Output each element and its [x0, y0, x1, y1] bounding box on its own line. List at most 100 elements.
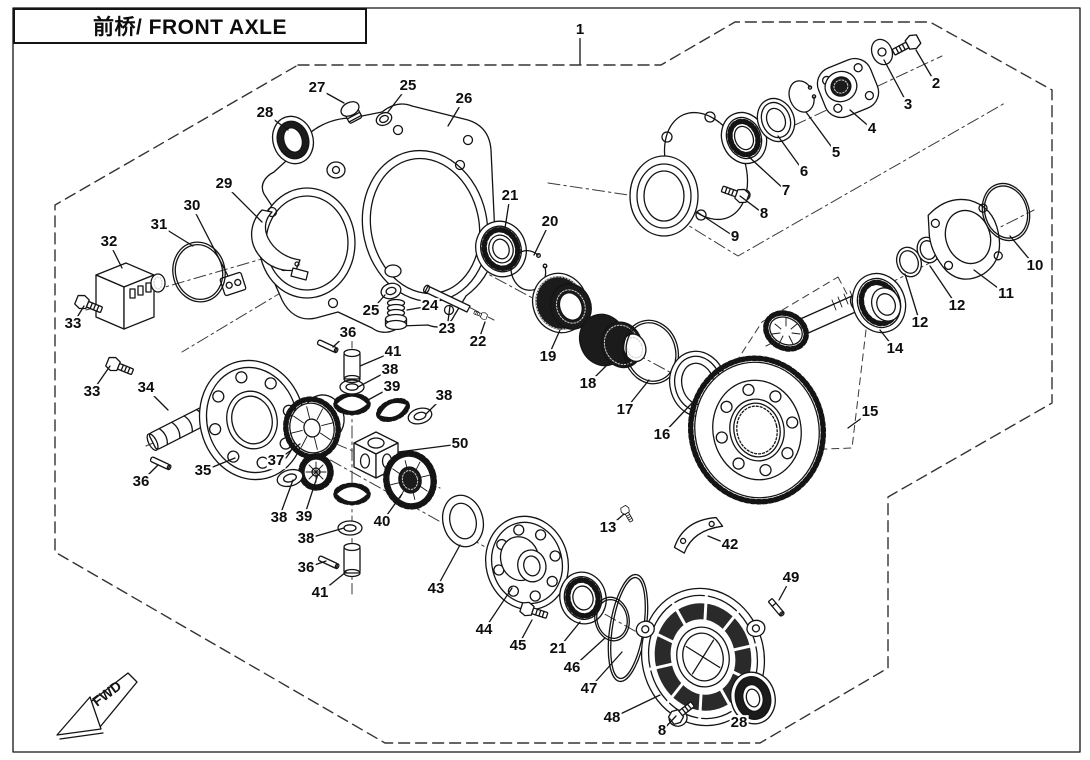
part-callout-46: 46 — [562, 659, 582, 677]
thrust-washer-right — [407, 407, 433, 425]
part-callout-45: 45 — [508, 637, 528, 655]
part-callout-23: 23 — [437, 320, 457, 338]
part-callout-21: 21 — [548, 640, 568, 658]
flange-washer — [870, 38, 894, 66]
part-callout-4: 4 — [866, 120, 878, 138]
part-callout-10: 10 — [1025, 257, 1045, 275]
title-block: 前桥/ FRONT AXLE — [13, 8, 367, 44]
fork-slider-block — [219, 271, 247, 297]
part-callout-47: 47 — [579, 680, 599, 698]
part-callout-32: 32 — [99, 233, 119, 251]
part-callout-41: 41 — [310, 584, 330, 602]
retainer-o-ring — [981, 182, 1031, 242]
page-border — [12, 7, 1081, 753]
sensor-bracket — [673, 516, 724, 554]
part-callout-20: 20 — [540, 213, 560, 231]
plug-washer — [375, 111, 393, 127]
pinion-shaft-bottom — [343, 542, 361, 578]
part-callout-50: 50 — [450, 435, 470, 453]
detent-pin — [422, 284, 471, 313]
spider-gear-bottom — [333, 482, 371, 506]
spider-gear-right — [376, 397, 410, 423]
part-callout-34: 34 — [136, 379, 156, 397]
part-callout-38: 38 — [434, 387, 454, 405]
part-callout-2: 2 — [930, 75, 942, 93]
part-callout-21: 21 — [500, 187, 520, 205]
thrust-washer-left — [276, 468, 304, 488]
part-callout-9: 9 — [729, 228, 741, 246]
output-hub-flange — [484, 515, 570, 611]
part-callout-22: 22 — [468, 333, 488, 351]
part-callout-6: 6 — [798, 163, 810, 181]
drive-flange — [816, 57, 880, 119]
leader-line-7-6 — [747, 155, 787, 192]
spider-gear-top — [333, 392, 371, 416]
part-callout-18: 18 — [578, 375, 598, 393]
part-callout-1: 1 — [574, 21, 586, 39]
part-callout-39: 39 — [294, 508, 314, 526]
part-callout-42: 42 — [720, 536, 740, 554]
part-callout-26: 26 — [454, 90, 474, 108]
part-callout-36: 36 — [338, 324, 358, 342]
part-callout-28: 28 — [729, 714, 749, 732]
part-callout-3: 3 — [902, 96, 914, 114]
shim-washer-output — [441, 494, 485, 548]
o-ring-small-lower — [594, 596, 630, 642]
part-callout-28: 28 — [255, 104, 275, 122]
leader-line-30-30 — [191, 205, 229, 277]
large-o-ring-mid — [622, 319, 680, 385]
part-callout-48: 48 — [602, 709, 622, 727]
part-callout-24: 24 — [420, 297, 440, 315]
part-callout-31: 31 — [149, 216, 169, 234]
hub-circlip — [788, 80, 817, 113]
part-callout-25: 25 — [361, 302, 381, 320]
breather-pin — [768, 598, 785, 617]
diff-case-flange — [198, 359, 306, 481]
part-callout-29: 29 — [214, 175, 234, 193]
part-callout-30: 30 — [182, 197, 202, 215]
part-callout-8: 8 — [656, 722, 668, 740]
leader-line-12-12 — [904, 273, 921, 324]
oil-seal-lower — [730, 671, 776, 725]
actuator-axis-line — [85, 237, 335, 311]
part-callout-38: 38 — [296, 530, 316, 548]
spring-plug — [384, 298, 408, 331]
part-callout-17: 17 — [615, 401, 635, 419]
dog-clutch-coupler — [531, 272, 592, 334]
part-callout-40: 40 — [372, 513, 392, 531]
part-callout-13: 13 — [598, 519, 618, 537]
diff-lock-actuator — [95, 262, 166, 330]
bearing-lower — [559, 571, 607, 625]
part-callout-5: 5 — [830, 144, 842, 162]
pinion-bearing — [851, 272, 907, 334]
part-callout-36: 36 — [296, 559, 316, 577]
side-gear-right — [383, 450, 437, 510]
drain-plug — [340, 101, 363, 124]
page-title: 前桥/ FRONT AXLE — [92, 16, 288, 39]
part-callout-7: 7 — [780, 182, 792, 200]
part-callout-15: 15 — [860, 403, 880, 421]
part-callout-39: 39 — [382, 378, 402, 396]
part-callout-38: 38 — [380, 361, 400, 379]
thrust-washer-top — [339, 379, 365, 395]
part-callout-49: 49 — [781, 569, 801, 587]
part-callout-12: 12 — [947, 297, 967, 315]
part-callout-41: 41 — [383, 343, 403, 361]
part-callout-37: 37 — [266, 452, 286, 470]
part-callout-27: 27 — [307, 79, 327, 97]
leader-line-50-58 — [397, 443, 461, 453]
part-callout-36: 36 — [131, 473, 151, 491]
part-callout-38: 38 — [269, 509, 289, 527]
part-callout-14: 14 — [885, 340, 905, 358]
pinion-shim-1 — [895, 246, 923, 278]
part-callout-43: 43 — [426, 580, 446, 598]
part-callout-16: 16 — [652, 426, 672, 444]
hub-bearing — [720, 111, 768, 165]
hub-subassembly-boundary — [547, 102, 1006, 257]
part-callout-35: 35 — [193, 462, 213, 480]
thrust-washer-bottom — [337, 520, 363, 536]
spider-cross-block — [353, 431, 399, 479]
